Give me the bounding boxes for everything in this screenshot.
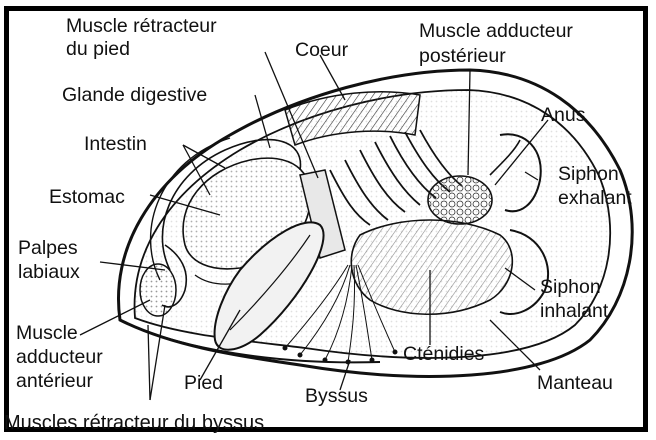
label-manteau: Manteau (537, 372, 613, 394)
label-retracteur-pied-2: du pied (66, 38, 130, 60)
label-adducteur-ant-3: antérieur (16, 370, 93, 392)
label-adducteur-ant-1: Muscle (16, 322, 78, 344)
label-byssus: Byssus (305, 385, 368, 407)
label-anus: Anus (541, 104, 585, 126)
label-palpes-2: labiaux (18, 261, 80, 283)
label-adducteur-ant-2: adducteur (16, 346, 103, 368)
label-muscles-retracteur-byssus: Muscles rétracteur du byssus (4, 412, 264, 434)
label-coeur: Coeur (295, 39, 348, 61)
label-siphon-inhalant-2: inhalant (540, 300, 608, 322)
label-ctenidies: Cténidies (403, 343, 484, 365)
label-siphon-exhalant-2: exhalant (558, 187, 632, 209)
label-siphon-exhalant-1: Siphon (558, 163, 619, 185)
label-retracteur-pied-1: Muscle rétracteur (66, 15, 217, 37)
label-estomac: Estomac (49, 186, 125, 208)
diagram-frame (4, 6, 648, 432)
label-palpes-1: Palpes (18, 237, 78, 259)
label-glande-digestive: Glande digestive (62, 84, 207, 106)
label-siphon-inhalant-1: Siphon (540, 276, 601, 298)
label-intestin: Intestin (84, 133, 147, 155)
label-adducteur-post-2: postérieur (419, 45, 506, 67)
label-adducteur-post-1: Muscle adducteur (419, 20, 573, 42)
label-pied: Pied (184, 372, 223, 394)
